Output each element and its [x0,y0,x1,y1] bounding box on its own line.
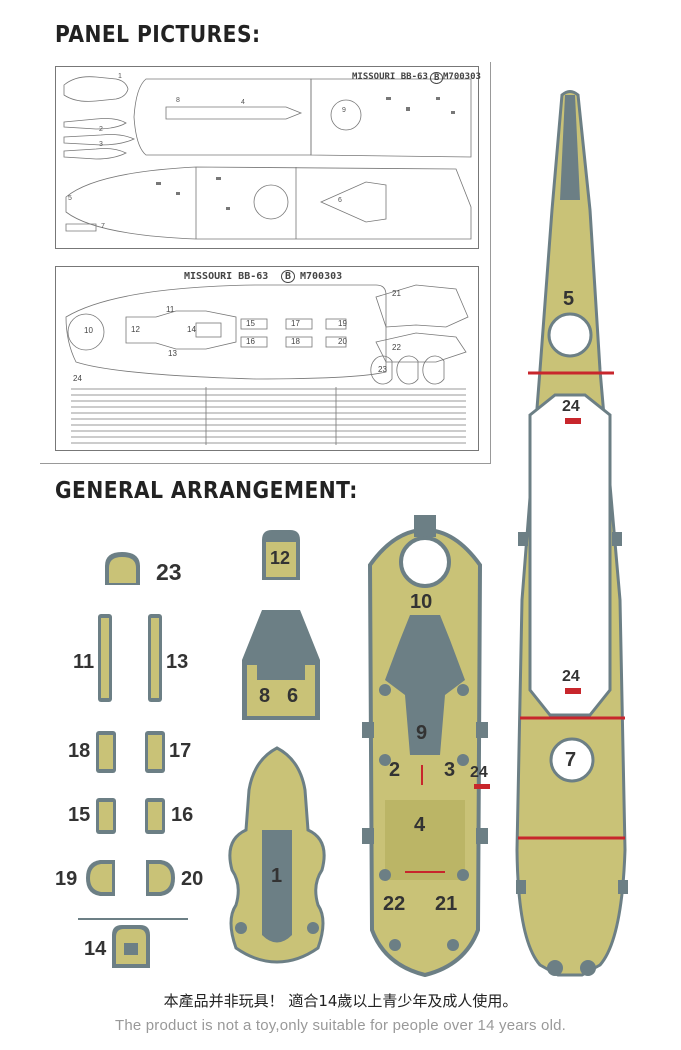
photo-etch-sheet-a: 1 2 3 4 5 6 7 8 9 MISSOURI BB-63 B M7003… [55,66,481,249]
label-20: 20 [181,868,204,890]
part-24-marker-a [474,784,490,789]
label-5: 5 [563,288,575,310]
label-8: 8 [259,685,271,707]
label-14: 14 [84,938,107,960]
sheet-b-name: MISSOURI BB-63 [184,271,269,282]
sheet-a-name: MISSOURI BB-63 [352,72,428,82]
footer-warning-english: The product is not a toy,only suitable f… [114,1017,567,1034]
label-21: 21 [435,893,458,915]
turret-10-ring [399,536,451,588]
label-10: 10 [410,591,433,613]
part-24-marker-c [565,688,581,694]
turret-7-ring [549,737,595,783]
sheet-b-part-12: 12 [131,325,140,334]
sheet-a-drawing [63,76,472,240]
part-24-marker-b [565,418,581,424]
label-24-main: 24 [470,764,488,781]
label-24-lower: 24 [562,668,580,685]
panel-pictures-heading: PANEL PICTURES: [55,22,261,48]
footer-warning-chinese: 本產品并非玩具！ 適合14歲以上青少年及成人使用。 [163,992,518,1010]
sheet-b-part-10: 10 [84,326,93,335]
label-23: 23 [156,559,182,585]
sheet-a-part-7: 7 [101,223,105,230]
sheet-b-part-23: 23 [378,365,387,374]
sheet-a-part-9: 9 [342,107,346,114]
label-12: 12 [270,548,291,568]
sheet-b-part-18: 18 [291,337,300,346]
label-18: 18 [68,740,91,762]
label-24-upper: 24 [562,398,580,415]
sheet-b-part-24: 24 [73,374,82,383]
sheet-b-part-16: 16 [246,337,255,346]
sheet-b-variant: B [281,270,296,283]
photo-etch-sheet-b: 10 11 12 13 14 15 16 17 18 19 20 21 22 2… [55,266,479,451]
sheet-b-part-17: 17 [291,319,300,328]
label-6: 6 [287,685,299,707]
sheet-b-part-19: 19 [338,319,347,328]
label-13: 13 [166,651,189,673]
label-15: 15 [68,804,91,826]
label-17: 17 [169,740,192,762]
label-22: 22 [383,893,406,915]
label-16: 16 [171,804,194,826]
label-1: 1 [271,865,283,887]
sheet-a-part-2: 2 [99,126,103,133]
sheet-b-part-22: 22 [392,343,401,352]
sheet-a-variant: B [430,72,444,84]
sheet-a-part-3: 3 [99,141,103,148]
label-11: 11 [73,651,95,673]
sheet-b-part-21: 21 [392,289,401,298]
turret-5-ring [547,312,593,358]
panel-frame [490,62,491,464]
label-19: 19 [55,868,78,890]
sheet-b-part-11: 11 [166,305,175,314]
part-9-shape [385,615,465,755]
general-arrangement-heading: GENERAL ARRANGEMENT: [55,478,358,504]
sheet-b-part-14: 14 [187,325,196,334]
label-3: 3 [444,759,456,781]
sheet-a-part-8: 8 [176,97,180,104]
sheet-b-part-15: 15 [246,319,255,328]
sheet-b-drawing [65,284,469,445]
sheet-a-code: M700303 [443,72,481,82]
sheet-b-code: M700303 [300,271,343,282]
label-4: 4 [414,814,426,836]
sheet-a-part-6: 6 [338,197,342,204]
sheet-a-part-5: 5 [68,195,72,202]
label-2: 2 [389,759,401,781]
label-9: 9 [416,722,428,744]
sheet-b-part-13: 13 [168,349,177,358]
sheet-a-part-1: 1 [118,73,122,80]
deck-cutout [528,393,612,717]
sheet-a-part-4: 4 [241,99,245,106]
panel-frame-bottom [40,463,491,464]
label-7: 7 [565,749,577,771]
sheet-b-part-20: 20 [338,337,347,346]
